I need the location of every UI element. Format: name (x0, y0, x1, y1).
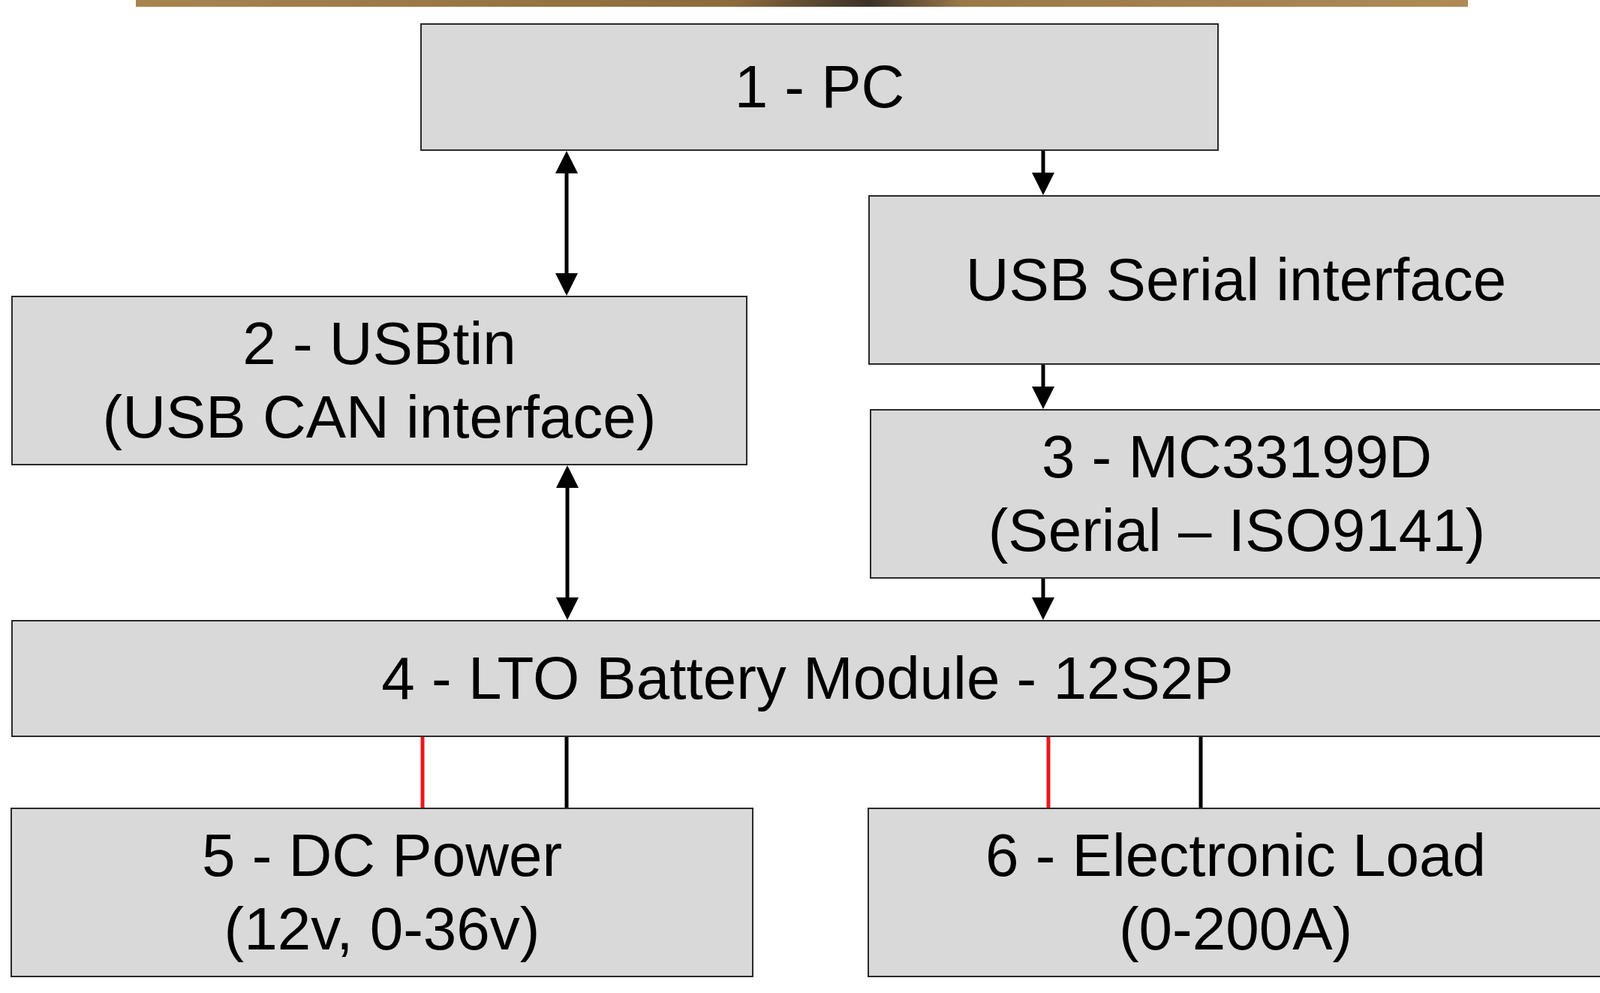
arrow-head (556, 597, 579, 620)
signal-arrow (555, 150, 578, 296)
connector-line (565, 170, 569, 277)
box-title: 1 - PC (734, 50, 906, 124)
connector-line (1199, 736, 1204, 808)
box-title: 5 - DC Power (201, 818, 563, 893)
signal-arrow (1031, 578, 1055, 620)
arrow-head (555, 273, 578, 296)
arrow-head (1031, 597, 1055, 620)
power-wire (566, 736, 568, 808)
connector-line (565, 484, 570, 601)
arrow-head (555, 150, 578, 174)
process-box: 2 - USBtin(USB CAN interface) (11, 295, 748, 466)
box-title: 2 - USBtin (242, 306, 517, 381)
power-wire (1200, 736, 1202, 808)
connector-line (565, 736, 569, 808)
process-box: 3 - MC33199D(Serial – ISO9141) (869, 409, 1600, 579)
box-subtitle: (0-200A) (1118, 892, 1353, 966)
signal-arrow (1031, 150, 1055, 196)
connector-line (1041, 364, 1046, 390)
box-title: 6 - Electronic Load (985, 818, 1486, 893)
process-box: 6 - Electronic Load(0-200A) (867, 807, 1600, 978)
signal-arrow (1031, 364, 1055, 410)
process-box: 5 - DC Power(12v, 0-36v) (10, 807, 754, 978)
arrow-head (1031, 172, 1055, 196)
box-subtitle: (12v, 0-36v) (224, 892, 541, 966)
photo-edge (135, 0, 1468, 7)
process-box: USB Serial interface (868, 195, 1600, 365)
arrow-head (1031, 386, 1055, 410)
connector-line (1041, 578, 1046, 601)
process-box: 1 - PC (420, 23, 1219, 151)
signal-arrow (556, 465, 579, 620)
power-wire (1048, 736, 1050, 808)
connector-line (1046, 736, 1051, 808)
connector-line (421, 736, 425, 808)
box-subtitle: (USB CAN interface) (102, 380, 657, 455)
connector-line (1041, 150, 1046, 176)
box-title: USB Serial interface (965, 243, 1507, 317)
box-title: 4 - LTO Battery Module - 12S2P (381, 641, 1234, 716)
box-title: 3 - MC33199D (1041, 420, 1432, 494)
power-wire (422, 736, 424, 808)
arrow-head (556, 465, 579, 488)
box-subtitle: (Serial – ISO9141) (988, 493, 1486, 568)
process-box: 4 - LTO Battery Module - 12S2P (11, 619, 1600, 737)
